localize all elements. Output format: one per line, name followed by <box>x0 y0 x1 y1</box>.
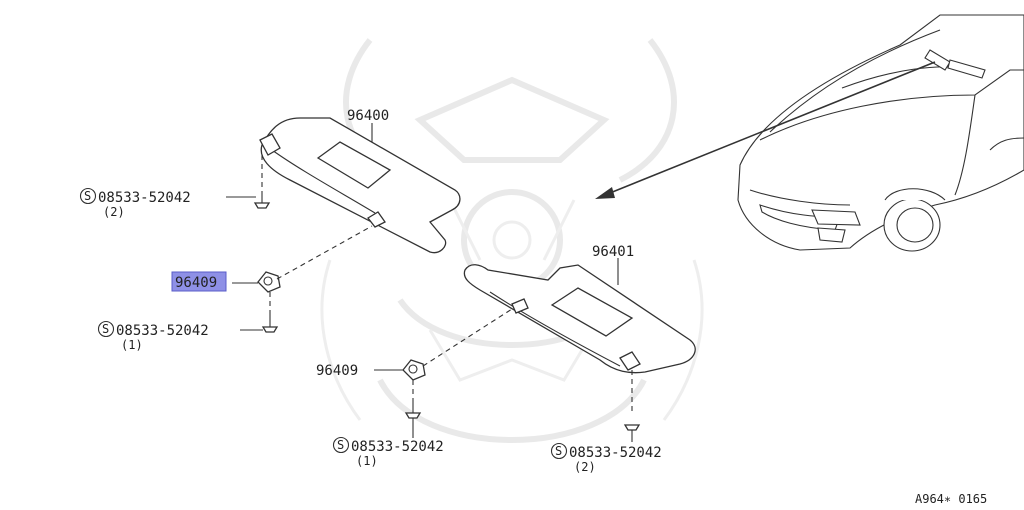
screw-top <box>226 155 271 209</box>
quantity: (2) <box>574 460 596 474</box>
s-circle-icon <box>79 187 97 205</box>
label-96400[interactable]: 96400 <box>347 108 389 124</box>
quantity: (1) <box>356 454 378 468</box>
callout-screw-top[interactable]: S 08533-52042 (2) <box>79 187 191 220</box>
s-circle-icon <box>550 442 568 460</box>
callout-screw-mid[interactable]: S 08533-52042 (1) <box>97 320 209 353</box>
screw-mid <box>240 292 279 333</box>
clip-right <box>374 308 513 381</box>
watermark-emblem <box>320 38 704 443</box>
part-number: 08533-52042 <box>569 445 662 461</box>
screw-bottom-right <box>623 370 641 442</box>
s-circle-icon <box>97 320 115 338</box>
label-96401[interactable]: 96401 <box>592 244 634 260</box>
callout-screw-bottom-right[interactable]: S 08533-52042 (2) <box>550 442 662 475</box>
quantity: (2) <box>103 205 125 219</box>
car-illustration <box>737 14 1024 252</box>
s-symbol: S <box>337 438 344 452</box>
part-number: 08533-52042 <box>116 323 209 339</box>
label-96409-left[interactable]: 96409 <box>175 275 217 291</box>
visor-leaders <box>371 123 619 285</box>
s-circle-icon <box>332 436 350 454</box>
s-symbol: S <box>555 444 562 458</box>
callout-screw-bottom-left[interactable]: S 08533-52042 (1) <box>332 436 444 469</box>
quantity: (1) <box>121 338 143 352</box>
screw-bottom-left <box>404 380 422 438</box>
diagram-reference: A964∗ 0165 <box>915 492 987 506</box>
part-number: 08533-52042 <box>98 190 191 206</box>
highlight-box <box>171 271 227 292</box>
label-96409-right[interactable]: 96409 <box>316 363 358 379</box>
pointer-arrow <box>595 61 936 199</box>
s-symbol: S <box>102 322 109 336</box>
clip-left <box>232 225 373 293</box>
part-number: 08533-52042 <box>351 439 444 455</box>
sun-visor-right <box>463 264 696 374</box>
s-symbol: S <box>84 189 91 203</box>
sun-visor-left <box>259 117 461 254</box>
